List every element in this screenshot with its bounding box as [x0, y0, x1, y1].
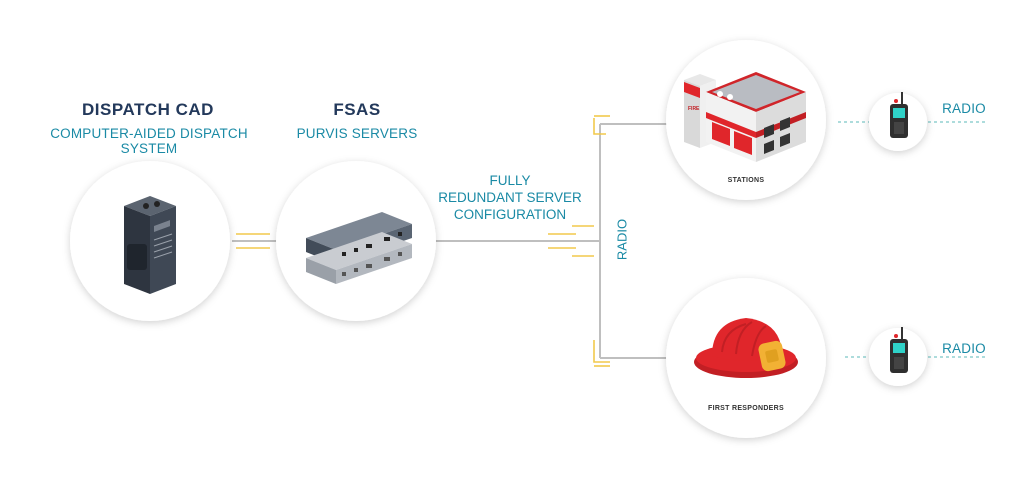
- svg-text:FIRE: FIRE: [688, 106, 700, 112]
- responder-radio-icon: [890, 327, 908, 373]
- responder-radio-label: RADIO: [942, 341, 986, 356]
- fire-station-icon: FIRE: [684, 72, 806, 162]
- responders-label: FIRST RESPONDERS: [708, 405, 784, 412]
- server-tower-icon: [124, 196, 176, 294]
- connector-lines: [232, 121, 985, 359]
- redundant-config-line-2: REDUNDANT SERVER: [438, 190, 582, 205]
- fsas-title: FSAS: [333, 100, 381, 119]
- rack-server-icon: [306, 212, 412, 284]
- stations-label: STATIONS: [727, 177, 765, 184]
- dispatch-title: DISPATCH CAD: [82, 100, 214, 119]
- dispatch-subtitle: COMPUTER-AIDED DISPATCH SYSTEM: [50, 126, 248, 156]
- connector-markers: [236, 115, 610, 367]
- fire-helmet-icon: [694, 318, 798, 378]
- fsas-subtitle: PURVIS SERVERS: [296, 126, 418, 141]
- redundant-config-line-3: CONFIGURATION: [453, 207, 567, 222]
- radio-vertical-label: RADIO: [614, 218, 630, 261]
- redundant-config-label: FULLY REDUNDANT SERVER CONFIGURATION: [430, 172, 590, 223]
- station-radio-icon: [890, 92, 908, 138]
- station-radio-label: RADIO: [942, 101, 986, 116]
- redundant-config-line-1: FULLY: [489, 173, 531, 188]
